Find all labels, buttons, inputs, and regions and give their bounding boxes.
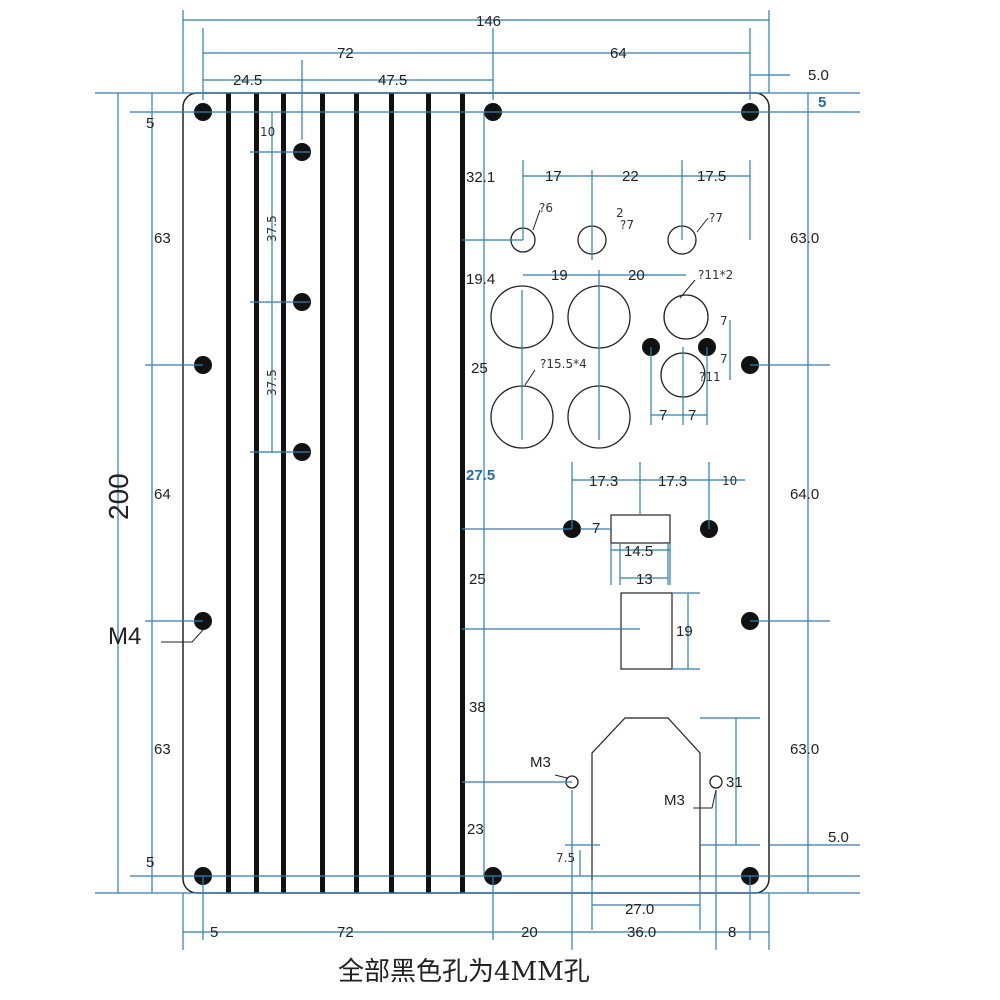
dim-left-5-top: 5 [146,115,154,132]
dim-rect-v-7-b: 7 [720,352,728,366]
dim-side-7-a: 7 [659,407,667,424]
dim-top-47-5: 47.5 [378,72,407,89]
hole-11 [663,294,709,340]
dim-bottom-20: 20 [521,924,538,941]
dim-holes-19: 19 [551,267,568,284]
dim-right-5-0: 5.0 [828,829,849,846]
dim-iec-27-0: 27.0 [625,901,654,918]
dim-rail-37-5-a: 37.5 [265,215,279,242]
fin [460,93,465,893]
dim-top-24-5: 24.5 [233,72,262,89]
dim-iec-31: 31 [726,774,743,791]
dim-top-5-0: 5.0 [808,67,829,84]
dim-center-32-1: 32.1 [466,169,495,186]
m3-hole [709,775,723,789]
dim-switch-10: 10 [722,474,737,488]
dim-left-5-bottom: 5 [146,854,154,871]
dim-right-63-bottom: 63.0 [790,741,819,758]
label-hole-11x2: ?11*2 [698,268,733,282]
dim-holes-20: 20 [628,267,645,284]
fin [281,93,286,893]
dim-bottom-36-0: 36.0 [627,924,656,941]
switch-cutout [610,514,671,544]
dim-top-total: 146 [476,13,501,30]
iec-socket-outline [591,717,701,880]
dim-rect-v-7-a: 7 [720,314,728,328]
dim-top-72: 72 [337,45,354,62]
fin [320,93,325,893]
dim-holes-17-5: 17.5 [697,168,726,185]
dim-side-7-b: 7 [688,407,696,424]
dim-center-25-b: 25 [469,571,486,588]
label-hole-11: ?11 [699,370,721,384]
leader-lines [161,209,717,809]
fin [354,93,359,893]
label-hole-15-5x4: ?15.5*4 [540,357,587,371]
dim-left-64: 64 [154,486,171,503]
dim-center-19-4: 19.4 [466,271,495,288]
fuse-cutout [620,592,673,670]
dim-holes-22: 22 [622,168,639,185]
label-hole-6: ?6 [539,201,553,215]
dimension-lines [95,10,860,950]
dim-rail-37-5-b: 37.5 [265,369,279,396]
dim-left-63-bottom: 63 [154,741,171,758]
jack-holes [490,225,723,789]
m4-label: M4 [108,623,141,650]
dim-right-64: 64.0 [790,486,819,503]
dim-rail-10: 10 [260,125,275,139]
dim-bottom-72: 72 [337,924,354,941]
label-m3-left: M3 [530,754,551,771]
dim-bottom-8: 8 [728,924,736,941]
panel-outline [182,92,770,894]
dim-top-64: 64 [610,45,627,62]
dim-switch-13: 13 [636,571,653,588]
dim-holes-17: 17 [545,168,562,185]
dim-bottom-5: 5 [210,924,218,941]
heatsink-fins [226,93,465,893]
dim-top-5: 5 [818,94,826,111]
dim-switch-14-5: 14.5 [624,543,653,560]
fin [226,93,231,893]
dim-switch-17-3-a: 17.3 [589,473,618,490]
caption: 全部黑色孔为4MM孔 [338,957,590,987]
dim-center-27-5: 27.5 [466,467,495,484]
dim-center-23: 23 [467,821,484,838]
dim-switch-17-3-b: 17.3 [658,473,687,490]
fin [254,93,259,893]
dim-switch-7: 7 [592,520,600,537]
dim-height-200: 200 [103,473,134,520]
dim-right-63-top: 63.0 [790,230,819,247]
dim-center-38: 38 [469,699,486,716]
label-hole-7-a: ?7 [620,218,634,232]
fin [389,93,394,893]
label-hole-7-b: ?7 [709,211,723,225]
dim-iec-7-5: 7.5 [556,851,575,865]
label-m3-right: M3 [664,792,685,809]
fin [426,93,431,893]
dim-left-63-top: 63 [154,230,171,247]
dim-fuse-19: 19 [676,623,693,640]
dim-center-25-a: 25 [471,360,488,377]
dim-holes-2: 2 [616,206,624,220]
